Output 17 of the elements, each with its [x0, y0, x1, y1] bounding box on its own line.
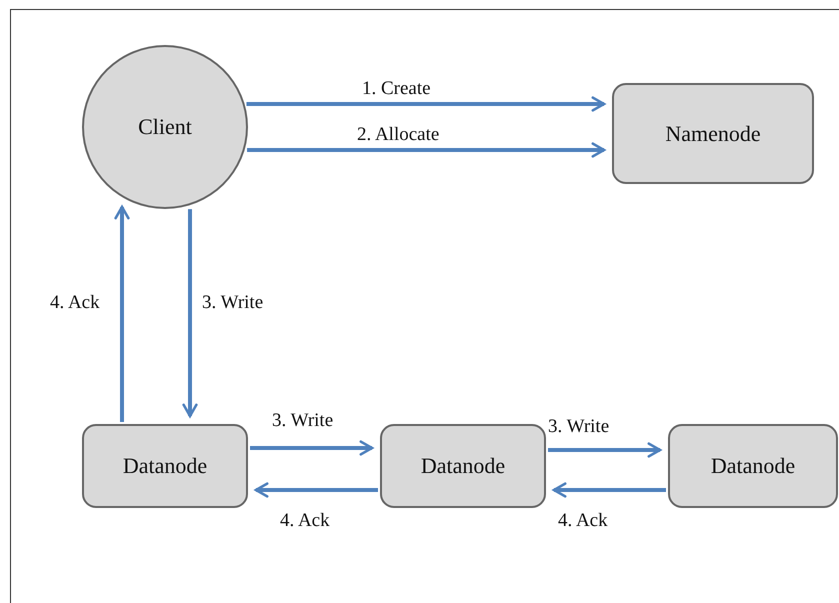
node-label: Datanode — [710, 453, 796, 479]
node-label: Client — [138, 114, 192, 140]
arrow — [247, 142, 606, 158]
arrow — [254, 482, 378, 498]
arrow — [250, 440, 374, 456]
server-box — [380, 424, 546, 508]
arrow — [246, 96, 606, 112]
node-label: Datanode — [420, 453, 506, 479]
node-label: Datanode — [122, 453, 208, 479]
server-box — [612, 83, 814, 184]
server-box — [668, 424, 838, 508]
arrow — [182, 209, 198, 418]
node-label: Namenode — [665, 120, 761, 146]
arrow — [114, 206, 130, 422]
arrow — [548, 442, 662, 458]
server-box — [82, 424, 248, 508]
arrow — [552, 482, 666, 498]
